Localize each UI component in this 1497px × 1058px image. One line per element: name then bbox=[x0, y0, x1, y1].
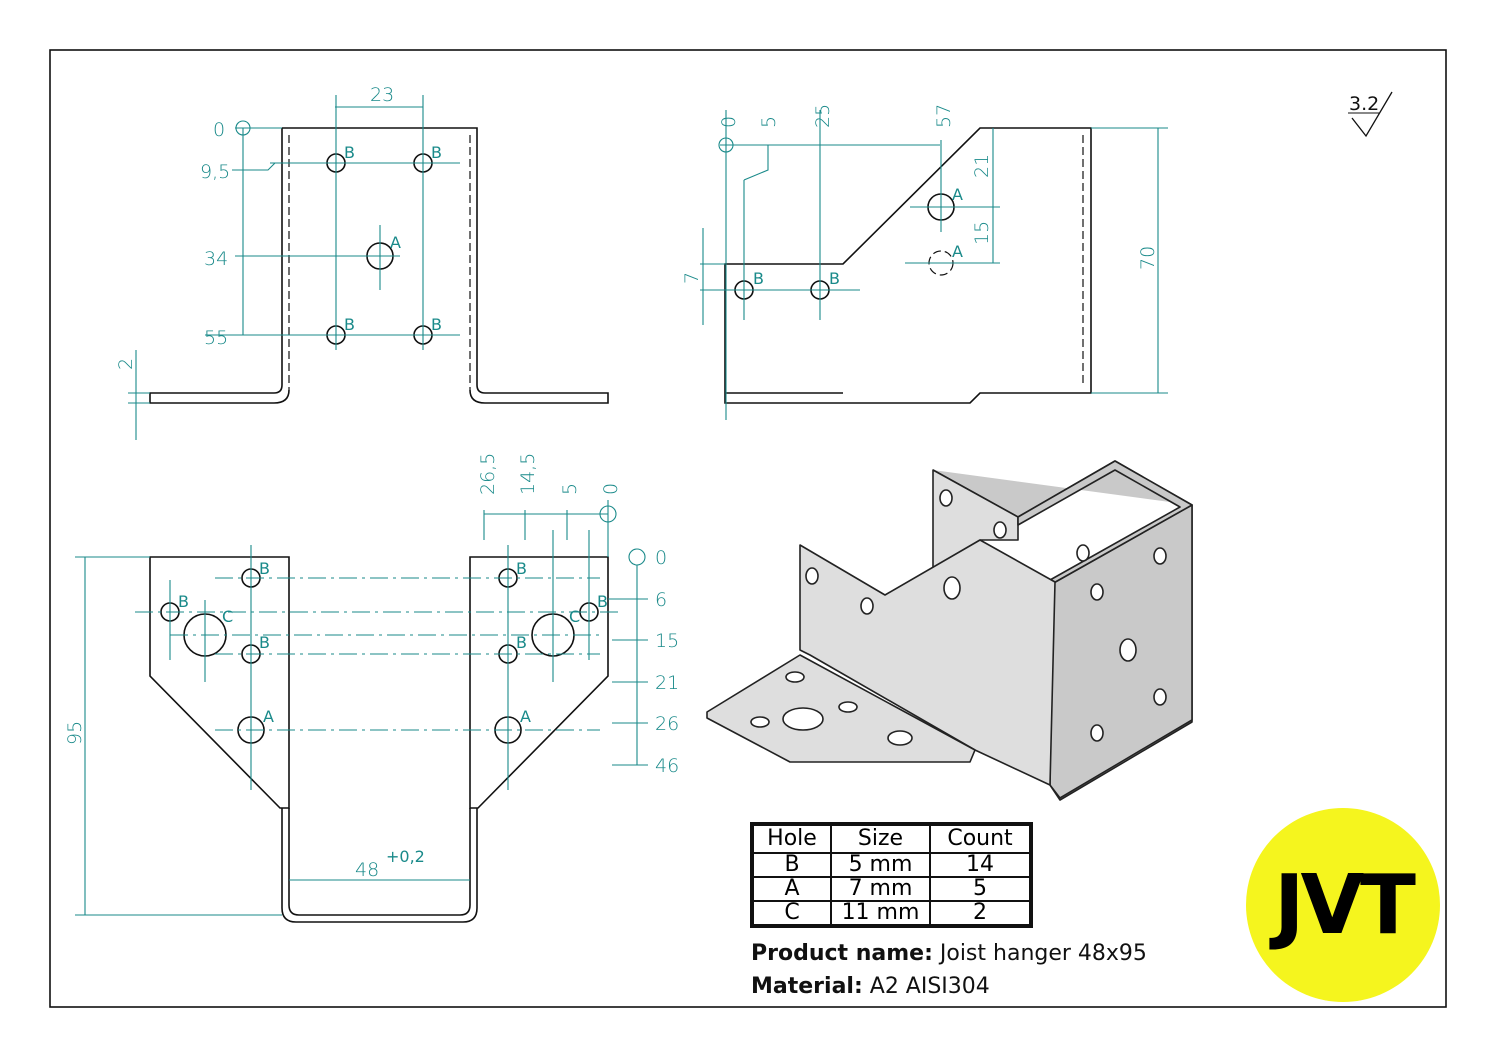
table-row: C 11 mm 2 bbox=[751, 900, 1032, 927]
dim-width: 48 bbox=[355, 859, 379, 881]
logo-text: JVT bbox=[1274, 857, 1416, 953]
dim-right-1: 15 bbox=[971, 221, 993, 245]
hole-label: A bbox=[520, 707, 531, 726]
dim-height: 70 bbox=[1137, 246, 1159, 270]
dim-right-0: 0 bbox=[655, 547, 667, 569]
header-hole: Hole bbox=[751, 823, 832, 854]
drawing-frame bbox=[49, 49, 1447, 1008]
hole-label: A bbox=[952, 185, 963, 204]
hole-label: A bbox=[390, 233, 401, 252]
dim-top-0: 0 bbox=[718, 116, 740, 128]
material-line: Material: A2 AISI304 bbox=[751, 974, 990, 999]
dim-v-3: 55 bbox=[204, 327, 228, 349]
dim-v-0: 0 bbox=[213, 119, 225, 141]
cell-hole: A bbox=[751, 876, 832, 902]
hole-label: B bbox=[259, 559, 270, 578]
table-header-row: Hole Size Count bbox=[751, 823, 1032, 854]
dim-right-5: 46 bbox=[655, 755, 679, 777]
product-name: Joist hanger 48x95 bbox=[939, 941, 1147, 966]
jvt-logo: JVT bbox=[1246, 808, 1440, 1002]
surface-roughness-value: 3.2 bbox=[1349, 93, 1379, 115]
cell-count: 5 bbox=[929, 876, 1032, 902]
dim-right-1: 6 bbox=[655, 589, 667, 611]
hole-label: A bbox=[263, 707, 274, 726]
dim-v-1: 9,5 bbox=[200, 161, 230, 183]
dim-right-4: 26 bbox=[655, 713, 679, 735]
dim-right-2: 15 bbox=[655, 630, 679, 652]
dim-top-1: 14,5 bbox=[517, 453, 539, 495]
side-view: 0 5 25 57 21 15 70 7 B B A A bbox=[681, 104, 1168, 420]
header-count: Count bbox=[929, 823, 1032, 854]
dim-left: 7 bbox=[681, 272, 703, 284]
hole-label: B bbox=[259, 633, 270, 652]
product-name-label: Product name: bbox=[751, 941, 933, 966]
hole-label: B bbox=[178, 592, 189, 611]
dim-top-1: 5 bbox=[758, 116, 780, 128]
dim-top-2: 5 bbox=[559, 483, 581, 495]
dim-top-2: 25 bbox=[812, 104, 834, 128]
cell-hole: C bbox=[751, 900, 832, 927]
flat-view: 26,5 14,5 5 0 0 6 15 21 26 46 95 48 +0,2… bbox=[64, 453, 679, 923]
hole-label: B bbox=[516, 559, 527, 578]
dim-v-2: 34 bbox=[204, 248, 228, 270]
hole-table: Hole Size Count B 5 mm 14 A 7 mm 5 C 11 … bbox=[750, 822, 1033, 928]
hole-label: B bbox=[344, 143, 355, 162]
hole-label: B bbox=[431, 315, 442, 334]
cell-size: 5 mm bbox=[830, 852, 931, 878]
front-view: 23 0 9,5 34 55 2 B B A B B bbox=[115, 84, 609, 440]
hole-label: B bbox=[431, 143, 442, 162]
hole-label: B bbox=[516, 633, 527, 652]
hole-label: C bbox=[222, 607, 233, 626]
dim-tolerance: +0,2 bbox=[386, 847, 425, 866]
cell-size: 7 mm bbox=[830, 876, 931, 902]
dim-top-0: 26,5 bbox=[477, 453, 499, 495]
hole-label: B bbox=[344, 315, 355, 334]
hole-label: A bbox=[952, 242, 963, 261]
hole-label: B bbox=[597, 592, 608, 611]
isometric-view bbox=[706, 460, 1193, 801]
header-size: Size bbox=[830, 823, 931, 854]
hole-label: B bbox=[829, 269, 840, 288]
product-name-line: Product name: Joist hanger 48x95 bbox=[751, 941, 1147, 966]
hole-label: C bbox=[569, 607, 580, 626]
dim-right-0: 21 bbox=[971, 154, 993, 178]
cell-size: 11 mm bbox=[830, 900, 931, 927]
dim-height: 95 bbox=[64, 721, 86, 745]
table-row: A 7 mm 5 bbox=[751, 876, 1032, 902]
dim-top-3: 57 bbox=[933, 104, 955, 128]
table-row: B 5 mm 14 bbox=[751, 852, 1032, 878]
surface-finish-symbol: 3.2 bbox=[1348, 91, 1393, 138]
cell-count: 2 bbox=[929, 900, 1032, 927]
material: A2 AISI304 bbox=[869, 974, 990, 999]
dim-thickness: 2 bbox=[115, 358, 137, 370]
cell-count: 14 bbox=[929, 852, 1032, 878]
dim-right-3: 21 bbox=[655, 672, 679, 694]
dim-top-3: 0 bbox=[600, 483, 622, 495]
material-label: Material: bbox=[751, 974, 863, 999]
cell-hole: B bbox=[751, 852, 832, 878]
dim-width: 23 bbox=[370, 84, 394, 106]
hole-label: B bbox=[753, 269, 764, 288]
